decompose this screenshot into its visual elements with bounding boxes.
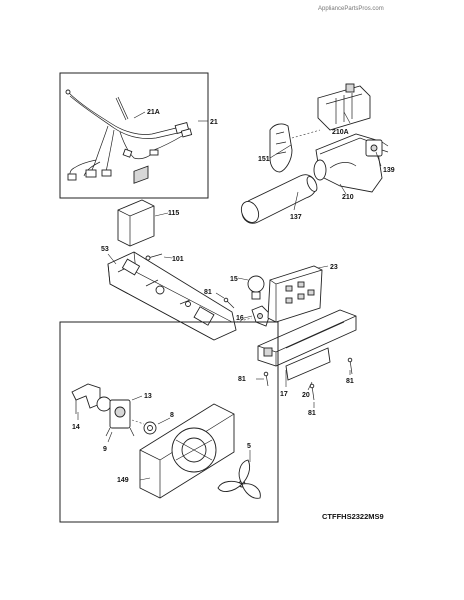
callout-15: 15 — [230, 276, 238, 283]
callout-13: 13 — [144, 393, 152, 400]
water-filter-cartridge[interactable] — [238, 174, 319, 226]
callout-210: 210 — [342, 194, 354, 201]
screw-81-upper[interactable] — [223, 297, 235, 309]
filter-bypass-valve[interactable] — [365, 139, 389, 157]
callout-81-left: 81 — [238, 376, 246, 383]
dispenser-bracket[interactable] — [107, 251, 237, 341]
fan-blade[interactable] — [217, 459, 261, 499]
callout-16: 16 — [236, 315, 244, 322]
fan-grommet[interactable] — [143, 421, 157, 435]
callout-81-upper: 81 — [204, 289, 212, 296]
screw-81-right[interactable] — [347, 357, 353, 375]
callout-81-bottom: 81 — [308, 410, 316, 417]
callout-20: 20 — [302, 392, 310, 399]
light-socket[interactable] — [251, 305, 271, 327]
light-bulb[interactable] — [247, 275, 265, 300]
callout-53: 53 — [101, 246, 109, 253]
screw-81-bottom[interactable] — [309, 383, 315, 401]
filter-head-housing[interactable] — [313, 133, 383, 193]
callout-81-right: 81 — [346, 378, 354, 385]
wire-harness-frame — [59, 72, 209, 199]
fan-shroud[interactable] — [139, 403, 235, 499]
callout-137: 137 — [290, 214, 302, 221]
dispenser-actuator-pad[interactable] — [285, 347, 331, 381]
dispenser-control-housing[interactable] — [257, 309, 357, 367]
callout-9: 9 — [103, 446, 107, 453]
fan-motor[interactable] — [96, 396, 135, 437]
callout-101: 101 — [172, 256, 184, 263]
callout-21: 21 — [210, 119, 218, 126]
callout-21A: 21A — [147, 109, 160, 116]
callout-115: 115 — [168, 210, 179, 217]
callout-151: 151 — [258, 156, 270, 163]
fan-motor-bracket[interactable] — [71, 383, 101, 414]
auger-motor-cover[interactable] — [117, 165, 155, 247]
callout-14: 14 — [72, 424, 80, 431]
callout-139: 139 — [383, 167, 395, 174]
wire-harness[interactable] — [65, 89, 193, 181]
diagram-code: CTFFHS2322MS9 — [322, 512, 384, 521]
screw-101[interactable] — [145, 253, 163, 261]
callout-17: 17 — [280, 391, 288, 398]
fan-assembly-frame — [59, 321, 279, 523]
callout-8: 8 — [170, 412, 174, 419]
callout-149: 149 — [117, 477, 129, 484]
callout-210A: 210A — [332, 129, 349, 136]
control-board[interactable] — [267, 265, 323, 323]
callout-23: 23 — [330, 264, 338, 271]
callout-5: 5 — [247, 443, 251, 450]
filter-housing-cover[interactable] — [317, 83, 371, 131]
watermark: AppliancePartsPros.com — [318, 6, 384, 12]
filter-knob[interactable] — [269, 123, 293, 173]
screw-81-left[interactable] — [263, 371, 269, 387]
